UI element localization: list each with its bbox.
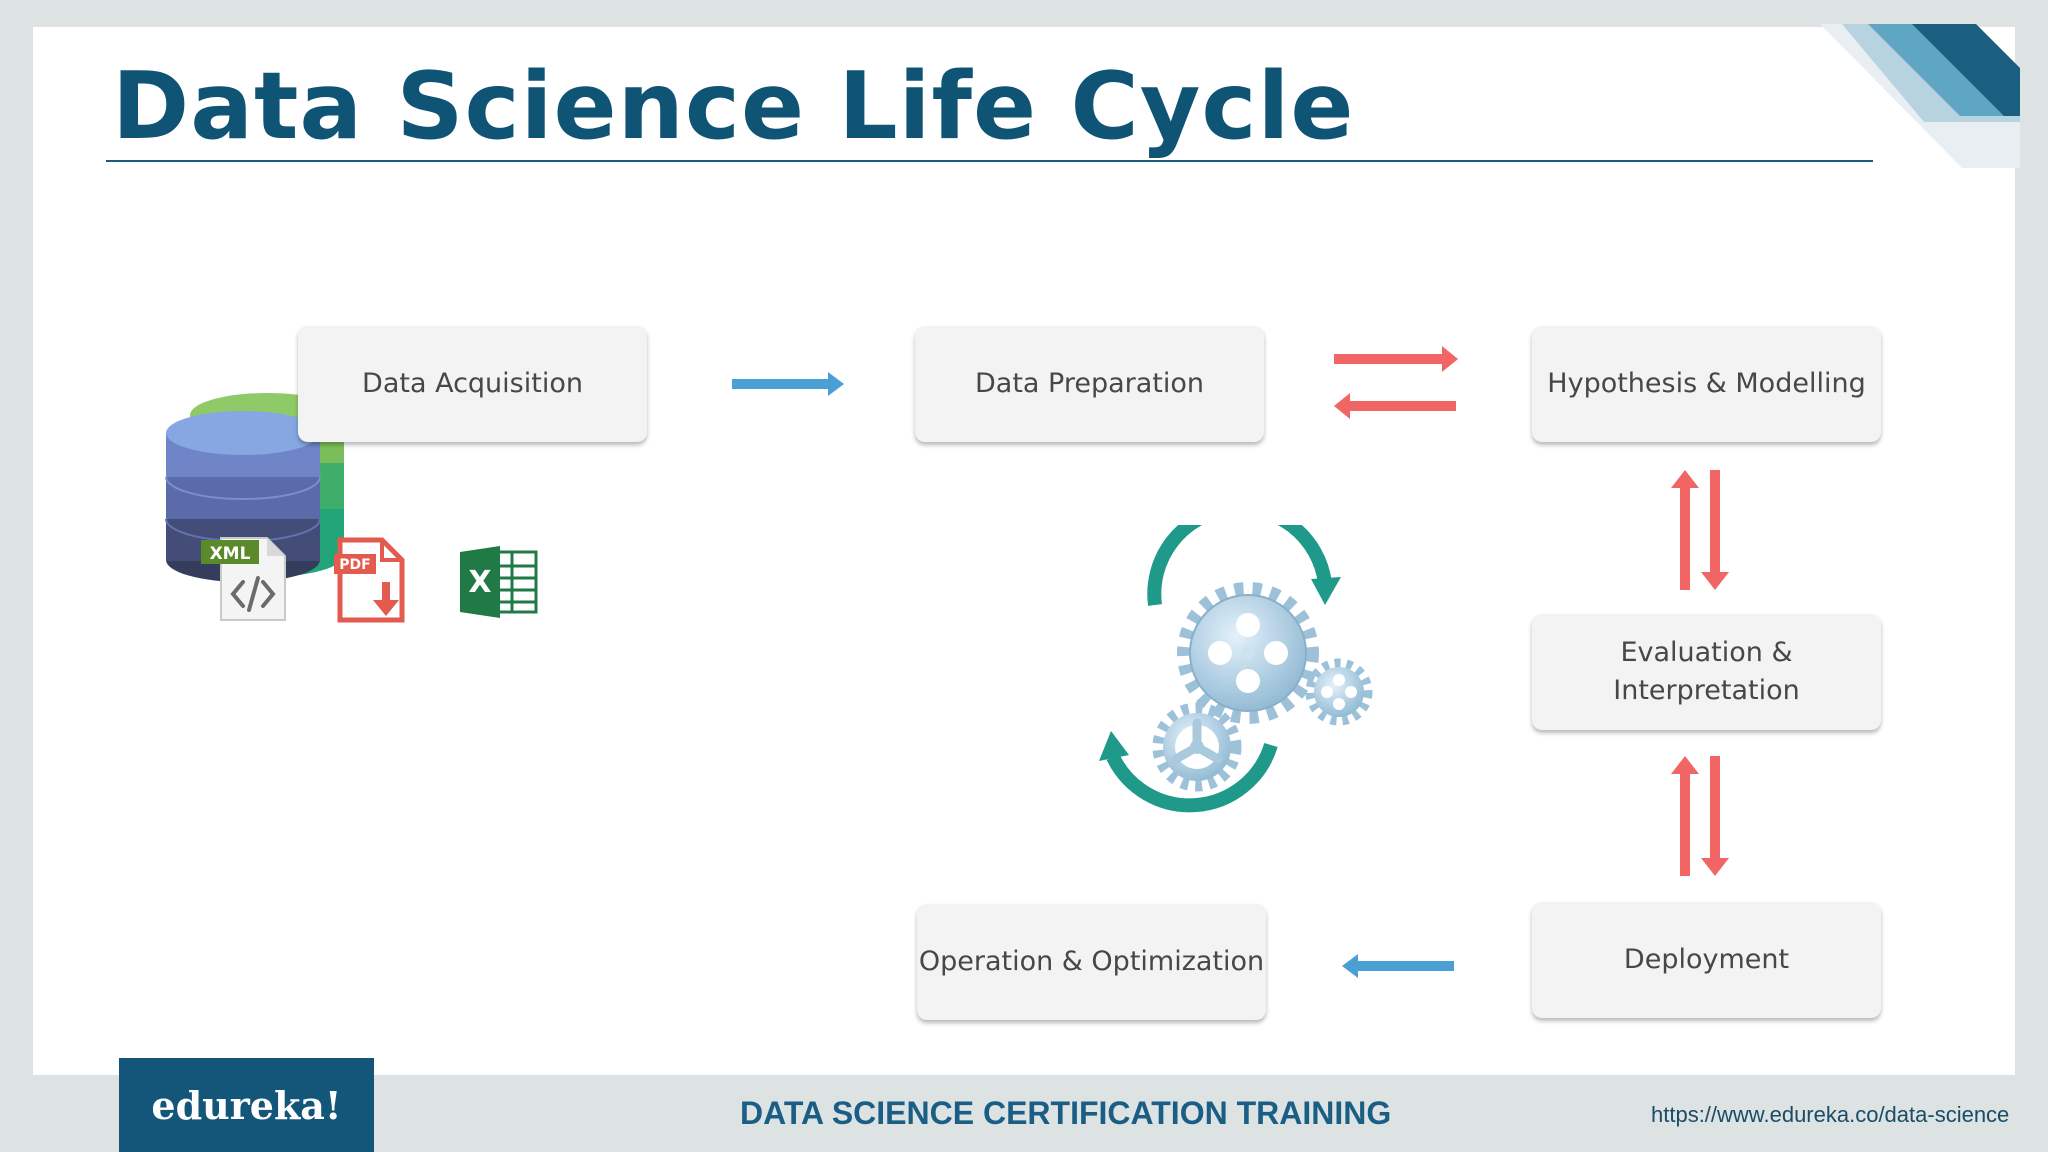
- cycle-arrow-top: [1147, 525, 1332, 606]
- arrow-acquisition-to-preparation: [732, 372, 844, 396]
- arrows-preparation-hypothesis: [1334, 346, 1458, 419]
- arrows-evaluation-deployment: [1671, 756, 1729, 876]
- excel-badge-label: X: [468, 565, 491, 600]
- stage-deployment: Deployment: [1532, 902, 1881, 1018]
- pdf-badge-label: PDF: [339, 557, 370, 573]
- gears-cycle-icon: [1099, 525, 1373, 813]
- edureka-logo: edureka!: [119, 1058, 374, 1152]
- title-underline: [106, 160, 1873, 162]
- excel-file-icon: X: [460, 546, 538, 618]
- small-gear-right: [1305, 658, 1373, 726]
- arrows-hypothesis-evaluation: [1671, 470, 1729, 590]
- xml-badge-label: XML: [210, 544, 251, 564]
- xml-file-icon: XML: [201, 537, 286, 621]
- stage-evaluation-interpretation: Evaluation & Interpretation: [1532, 614, 1881, 730]
- course-url: https://www.edureka.co/data-science: [1651, 1102, 2010, 1127]
- stage-data-preparation: Data Preparation: [915, 326, 1264, 442]
- arrow-deployment-to-operation: [1342, 954, 1454, 978]
- cycle-arrow-bottom: [1106, 742, 1278, 813]
- pdf-file-icon: PDF: [334, 537, 405, 623]
- course-name: DATA SCIENCE CERTIFICATION TRAINING: [740, 1095, 1392, 1131]
- corner-decoration: [1820, 24, 2020, 168]
- large-gear: [1177, 582, 1319, 724]
- stage-operation-optimization: Operation & Optimization: [917, 904, 1266, 1020]
- slide-title: Data Science Life Cycle: [112, 52, 1355, 160]
- stage-hypothesis-modelling: Hypothesis & Modelling: [1532, 326, 1881, 442]
- stage-data-acquisition: Data Acquisition: [298, 326, 647, 442]
- medium-gear-left: [1152, 702, 1242, 792]
